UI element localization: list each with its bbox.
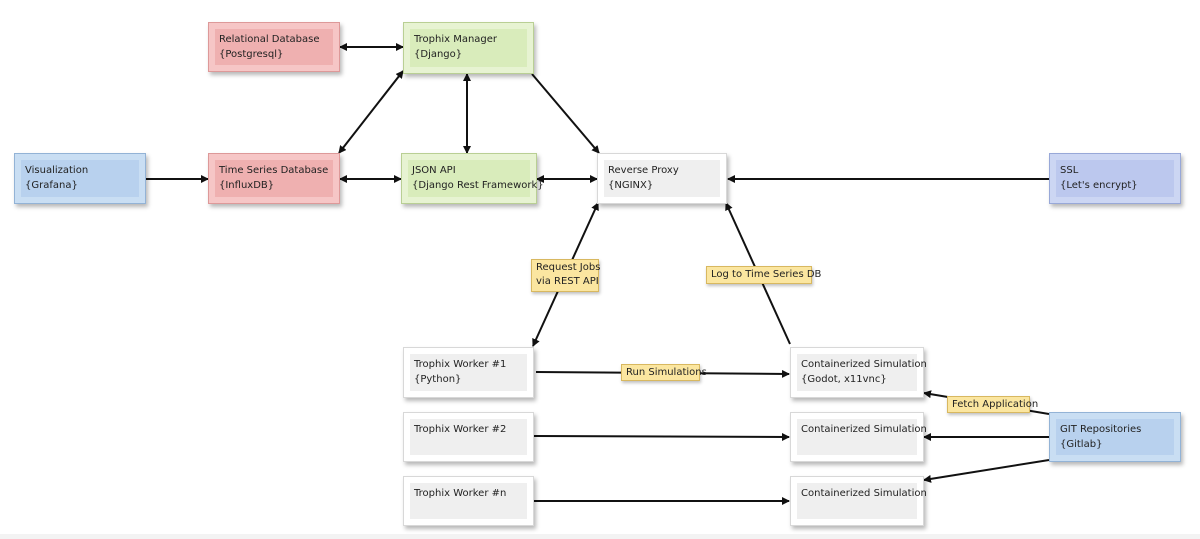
json-api-node[interactable]: JSON API {Django Rest Framework} xyxy=(401,153,544,204)
edge-manager-timeseries xyxy=(338,70,404,154)
node-subtitle: {Django} xyxy=(414,49,463,60)
git-repositories-node[interactable]: GIT Repositories {Gitlab} xyxy=(1049,412,1181,462)
node-subtitle: {InfluxDB} xyxy=(219,180,275,191)
trophix-worker-n-node[interactable]: Trophix Worker #n xyxy=(403,476,534,526)
node-subtitle: {Grafana} xyxy=(25,180,78,191)
node-title: GIT Repositories xyxy=(1060,424,1142,435)
ssl-node[interactable]: SSL {Let's encrypt} xyxy=(1049,153,1181,204)
relational-database-body: Relational Database {Postgresql} xyxy=(215,29,333,65)
ssl-body: SSL {Let's encrypt} xyxy=(1056,160,1174,197)
node-title: Containerized Simulation xyxy=(801,424,927,435)
reverse-proxy-body: Reverse Proxy {NGINX} xyxy=(604,160,720,197)
node-title: Relational Database xyxy=(219,34,320,45)
trophix-worker-2-body: Trophix Worker #2 xyxy=(410,419,527,455)
trophix-manager-node[interactable]: Trophix Manager {Django} xyxy=(403,22,534,74)
node-title: SSL xyxy=(1060,165,1079,176)
visualization-body: Visualization {Grafana} xyxy=(21,160,139,197)
node-subtitle: {Let's encrypt} xyxy=(1060,180,1138,191)
trophix-manager-body: Trophix Manager {Django} xyxy=(410,29,527,67)
trophix-worker-1-body: Trophix Worker #1 {Python} xyxy=(410,354,527,391)
edge-label-fetch-application: Fetch Application xyxy=(947,396,1038,413)
node-title: Containerized Simulation xyxy=(801,359,927,370)
containerized-simulation-2-node[interactable]: Containerized Simulation xyxy=(790,412,927,462)
edge-label-line: via REST API xyxy=(536,276,599,287)
time-series-database-body: Time Series Database {InfluxDB} xyxy=(215,160,333,197)
containerized-simulation-1-node[interactable]: Containerized Simulation {Godot, x11vnc} xyxy=(790,347,927,398)
visualization-node[interactable]: Visualization {Grafana} xyxy=(14,153,146,204)
edge-worker2-sim2 xyxy=(533,432,790,441)
edge-label-text: Run Simulations xyxy=(626,367,707,378)
node-subtitle: {Python} xyxy=(414,374,462,385)
node-title: Time Series Database xyxy=(219,165,329,176)
edge-label-log-to-time-series-db: Log to Time Series DB xyxy=(706,266,821,284)
containerized-simulation-2-body: Containerized Simulation xyxy=(797,419,927,455)
edge-label-text: Fetch Application xyxy=(952,399,1039,410)
node-title: Trophix Worker #2 xyxy=(414,424,507,435)
node-title: Trophix Worker #n xyxy=(414,488,507,499)
trophix-worker-1-node[interactable]: Trophix Worker #1 {Python} xyxy=(403,347,534,398)
node-subtitle: {Postgresql} xyxy=(219,49,284,60)
node-title: Containerized Simulation xyxy=(801,488,927,499)
node-title: Reverse Proxy xyxy=(608,165,679,176)
node-title: Visualization xyxy=(25,165,89,176)
relational-database-node[interactable]: Relational Database {Postgresql} xyxy=(208,22,340,72)
node-subtitle: {Gitlab} xyxy=(1060,439,1103,450)
node-title: Trophix Worker #1 xyxy=(414,359,507,370)
trophix-worker-2-node[interactable]: Trophix Worker #2 xyxy=(403,412,534,462)
time-series-database-node[interactable]: Time Series Database {InfluxDB} xyxy=(208,153,340,204)
containerized-simulation-1-body: Containerized Simulation {Godot, x11vnc} xyxy=(797,354,927,391)
node-subtitle: {Django Rest Framework} xyxy=(412,180,544,191)
containerized-simulation-n-body: Containerized Simulation xyxy=(797,483,927,519)
node-subtitle: {NGINX} xyxy=(608,180,654,191)
trophix-worker-n-body: Trophix Worker #n xyxy=(410,483,527,519)
bottom-border xyxy=(0,534,1200,539)
edge-git-simn xyxy=(923,459,1050,483)
containerized-simulation-n-node[interactable]: Containerized Simulation xyxy=(790,476,927,526)
node-subtitle: {Godot, x11vnc} xyxy=(801,374,887,385)
reverse-proxy-node[interactable]: Reverse Proxy {NGINX} xyxy=(597,153,727,204)
node-title: JSON API xyxy=(412,165,456,176)
node-title: Trophix Manager xyxy=(414,34,498,45)
edge-manager-proxy xyxy=(531,73,600,154)
edge-label-request-jobs: Request Jobs via REST API xyxy=(531,259,601,292)
edge-label-run-simulations: Run Simulations xyxy=(621,364,707,381)
edge-label-line: Request Jobs xyxy=(536,262,601,273)
json-api-body: JSON API {Django Rest Framework} xyxy=(408,160,544,197)
git-repositories-body: GIT Repositories {Gitlab} xyxy=(1056,419,1174,455)
edge-label-text: Log to Time Series DB xyxy=(711,269,822,280)
